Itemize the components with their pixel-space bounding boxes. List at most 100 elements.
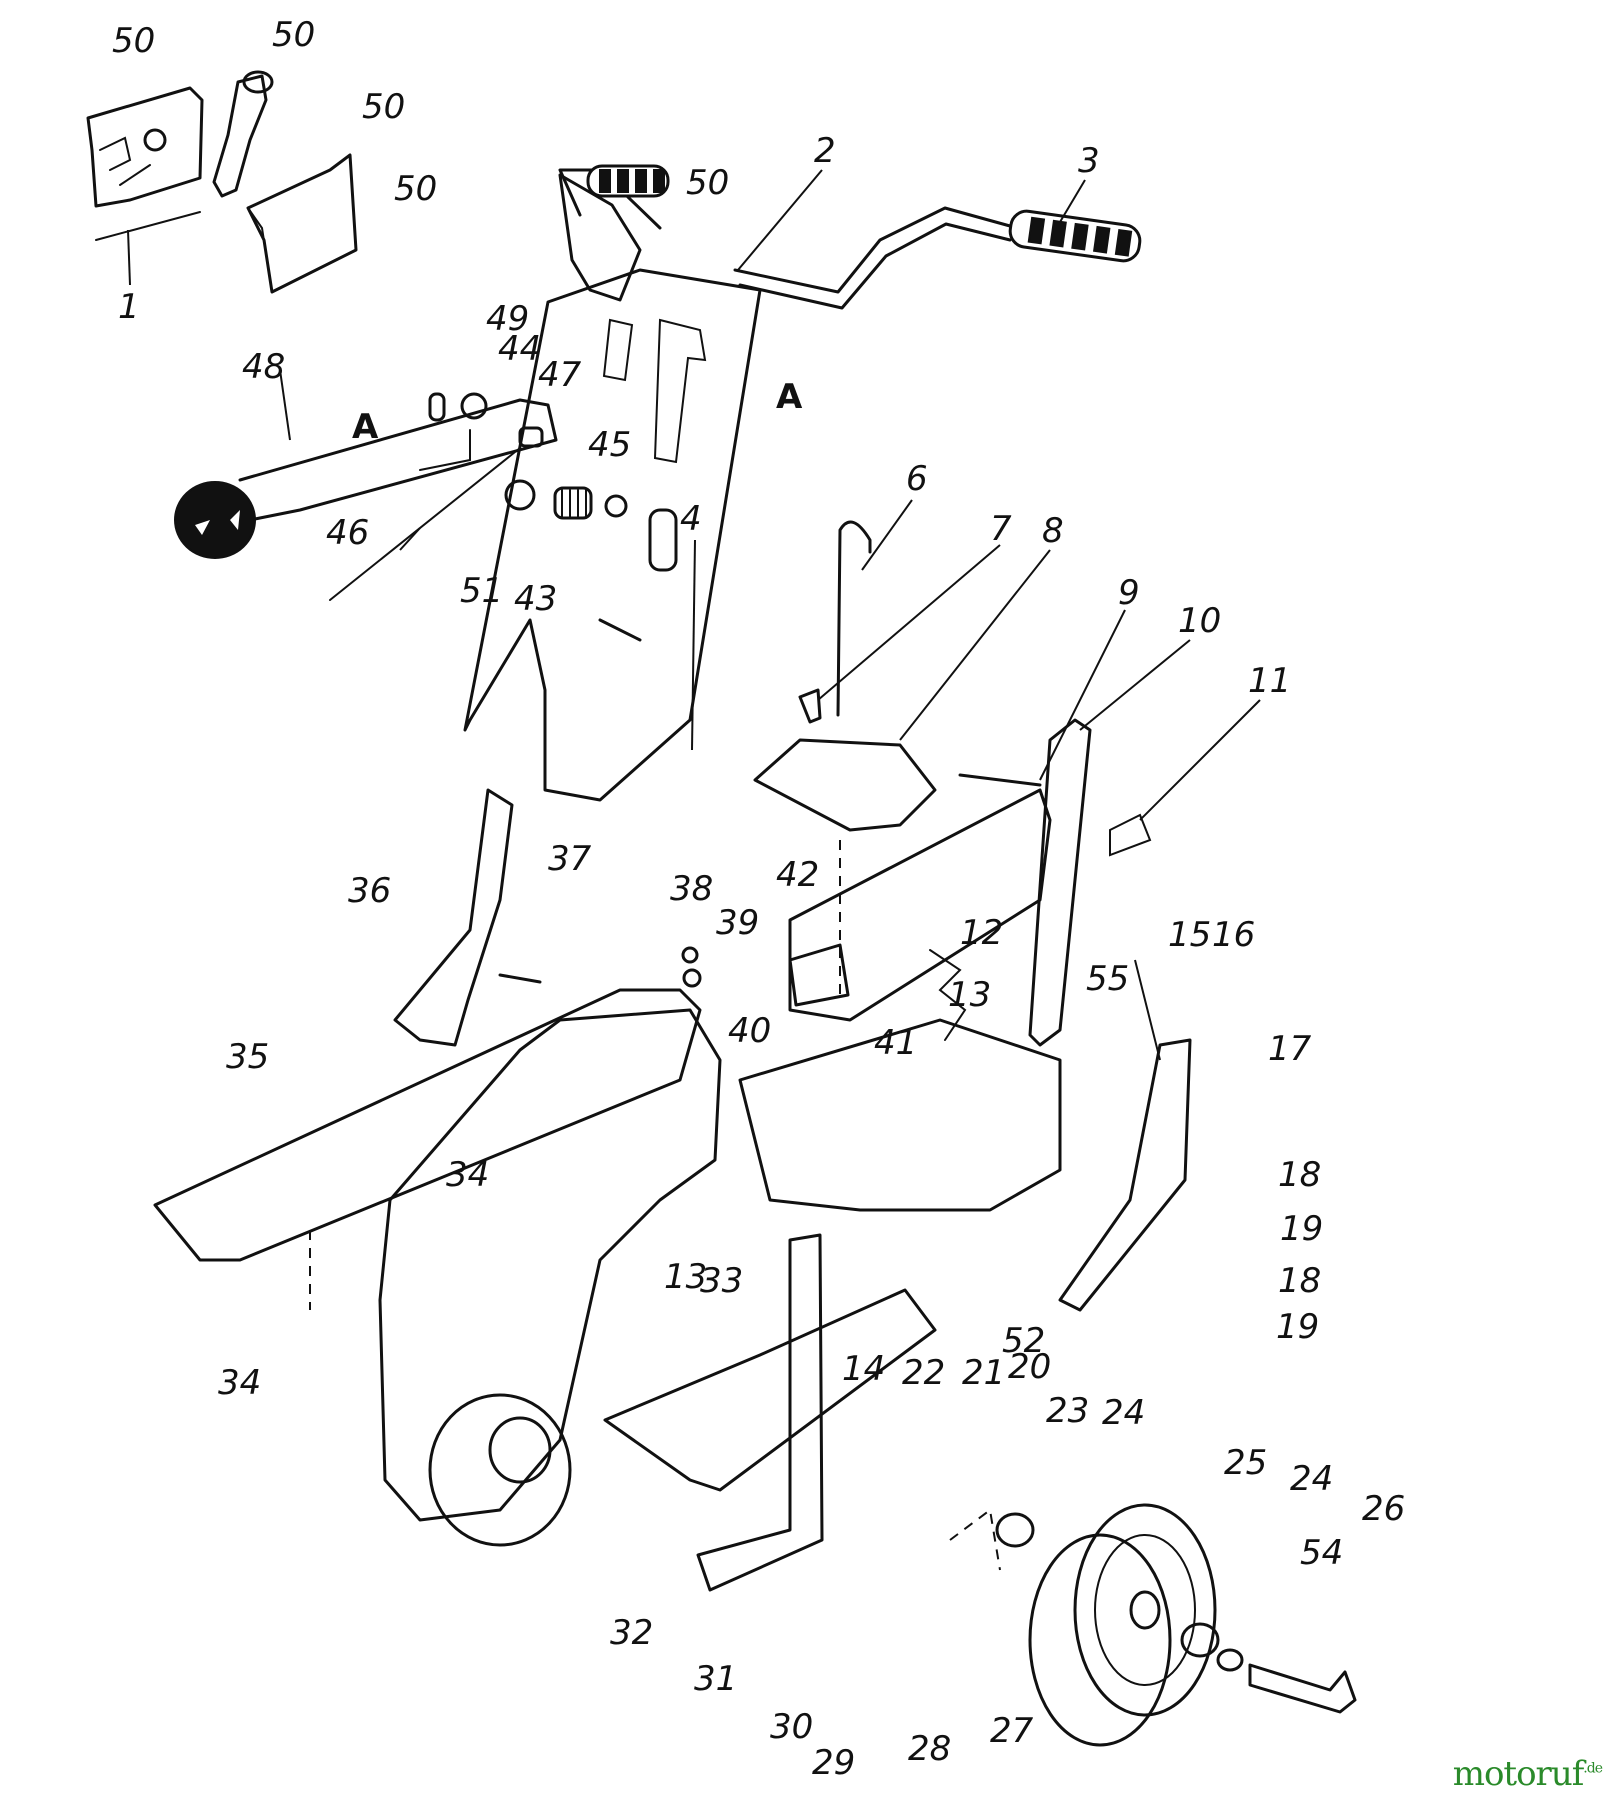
- washer-part-44: [460, 392, 488, 420]
- label-33: 33: [700, 1261, 743, 1301]
- stud-part-47: [518, 426, 544, 448]
- label-52: 52: [1002, 1321, 1045, 1361]
- spring-part-45: [553, 486, 593, 520]
- label-27: 27: [990, 1711, 1034, 1751]
- hitch-plate-part-8: [753, 738, 937, 832]
- label-19-b: 19: [1276, 1307, 1319, 1347]
- assembly-line-c: [949, 1508, 1001, 1571]
- label-34-a: 34: [446, 1155, 489, 1195]
- pin-part-7: [798, 688, 822, 724]
- label-50-a: 50: [112, 21, 155, 61]
- control-housing-part-50: [86, 86, 204, 208]
- label-4: 4: [680, 499, 702, 539]
- label-15: 15: [1168, 915, 1211, 955]
- wheel-part-25: [1028, 1503, 1217, 1747]
- label-25: 25: [1224, 1443, 1267, 1483]
- label-18-b: 18: [1278, 1261, 1321, 1301]
- label-8: 8: [1042, 511, 1064, 551]
- leader-lines: [127, 169, 1261, 1061]
- label-43: 43: [514, 579, 557, 619]
- label-45: 45: [588, 425, 631, 465]
- brand-suffix: .de: [1583, 1760, 1603, 1777]
- wheel-arm-part-31: [696, 1233, 824, 1592]
- spacer-part-24: [1180, 1622, 1220, 1658]
- bracket-part-36: [393, 788, 514, 1047]
- label-55: 55: [1086, 959, 1129, 999]
- label-10: 10: [1178, 601, 1221, 641]
- label-17: 17: [1268, 1029, 1312, 1069]
- label-50-b: 50: [272, 15, 315, 55]
- label-50-e: 50: [686, 163, 729, 203]
- control-lever-part-50: [212, 70, 274, 198]
- nut-part-39: [682, 968, 702, 988]
- axle-bolt-part-26: [1248, 1663, 1357, 1714]
- hitch-tube-part-42: [788, 788, 1052, 1022]
- drive-hub: [428, 1393, 572, 1547]
- clip-part-11: [1109, 813, 1152, 857]
- brand-name: motoruf: [1452, 1754, 1585, 1794]
- label-30: 30: [770, 1707, 813, 1747]
- brand-logo: motoruf.de: [1452, 1754, 1603, 1794]
- label-3: 3: [1078, 141, 1100, 181]
- label-9: 9: [1118, 573, 1140, 613]
- label-13-b: 13: [664, 1257, 707, 1297]
- label-12: 12: [960, 913, 1003, 953]
- label-50-d: 50: [394, 169, 437, 209]
- washer-part-54: [1216, 1648, 1244, 1672]
- label-36: 36: [348, 871, 391, 911]
- spacer-part-23: [995, 1512, 1035, 1548]
- label-16: 16: [1212, 915, 1255, 955]
- label-23: 23: [1046, 1391, 1089, 1431]
- label-11: 11: [1248, 661, 1291, 701]
- upper-column: [463, 173, 762, 802]
- label-18-a: 18: [1278, 1155, 1321, 1195]
- label-42: 42: [776, 855, 819, 895]
- label-24-a: 24: [1102, 1393, 1145, 1433]
- label-22: 22: [902, 1353, 945, 1393]
- label-32: 32: [610, 1613, 653, 1653]
- label-49: 49: [486, 299, 529, 339]
- handlebar-part-2: [558, 168, 1012, 310]
- label-29: 29: [812, 1743, 855, 1783]
- label-48: 48: [242, 347, 285, 387]
- throttle-cable-part-1: [95, 211, 201, 241]
- nut-part-43: [604, 494, 628, 518]
- section-mark-right: A: [776, 377, 803, 417]
- wheel-arm-part-17: [1058, 1038, 1192, 1312]
- label-26: 26: [1362, 1489, 1405, 1529]
- label-20: 20: [1008, 1347, 1051, 1387]
- label-28: 28: [908, 1729, 951, 1769]
- label-46: 46: [326, 513, 369, 553]
- depth-bar-part-10: [1028, 718, 1092, 1047]
- label-6: 6: [906, 459, 928, 499]
- label-35: 35: [226, 1037, 269, 1077]
- side-cover: [378, 1008, 722, 1522]
- bolt-part-37: [498, 973, 542, 984]
- shift-rod-part-46: [329, 447, 521, 601]
- label-21: 21: [962, 1353, 1005, 1393]
- gear-lever-part-48: [174, 398, 558, 559]
- washer-part-38: [681, 946, 699, 964]
- label-54: 54: [1300, 1533, 1343, 1573]
- washer-part-51: [504, 479, 536, 511]
- label-47: 47: [538, 355, 582, 395]
- pin-part-49: [428, 392, 446, 422]
- hitch-pin-part-6: [836, 520, 872, 717]
- label-7: 7: [990, 509, 1012, 549]
- label-34-b: 34: [218, 1363, 261, 1403]
- frame-rail-part-35: [153, 988, 702, 1262]
- spring-clip-part-12: [929, 949, 967, 1041]
- control-cover-part-50: [246, 153, 358, 294]
- section-mark-left: A: [352, 407, 379, 447]
- label-40: 40: [728, 1011, 771, 1051]
- axle-bracket-part-40: [738, 1018, 1062, 1212]
- label-37: 37: [548, 839, 592, 879]
- label-38: 38: [670, 869, 713, 909]
- label-44: 44: [498, 329, 541, 369]
- grip-part-3: [586, 164, 1142, 263]
- label-24-b: 24: [1290, 1459, 1333, 1499]
- label-1: 1: [118, 287, 140, 327]
- label-13-a: 13: [948, 975, 991, 1015]
- bolt-part-9: [958, 773, 1042, 787]
